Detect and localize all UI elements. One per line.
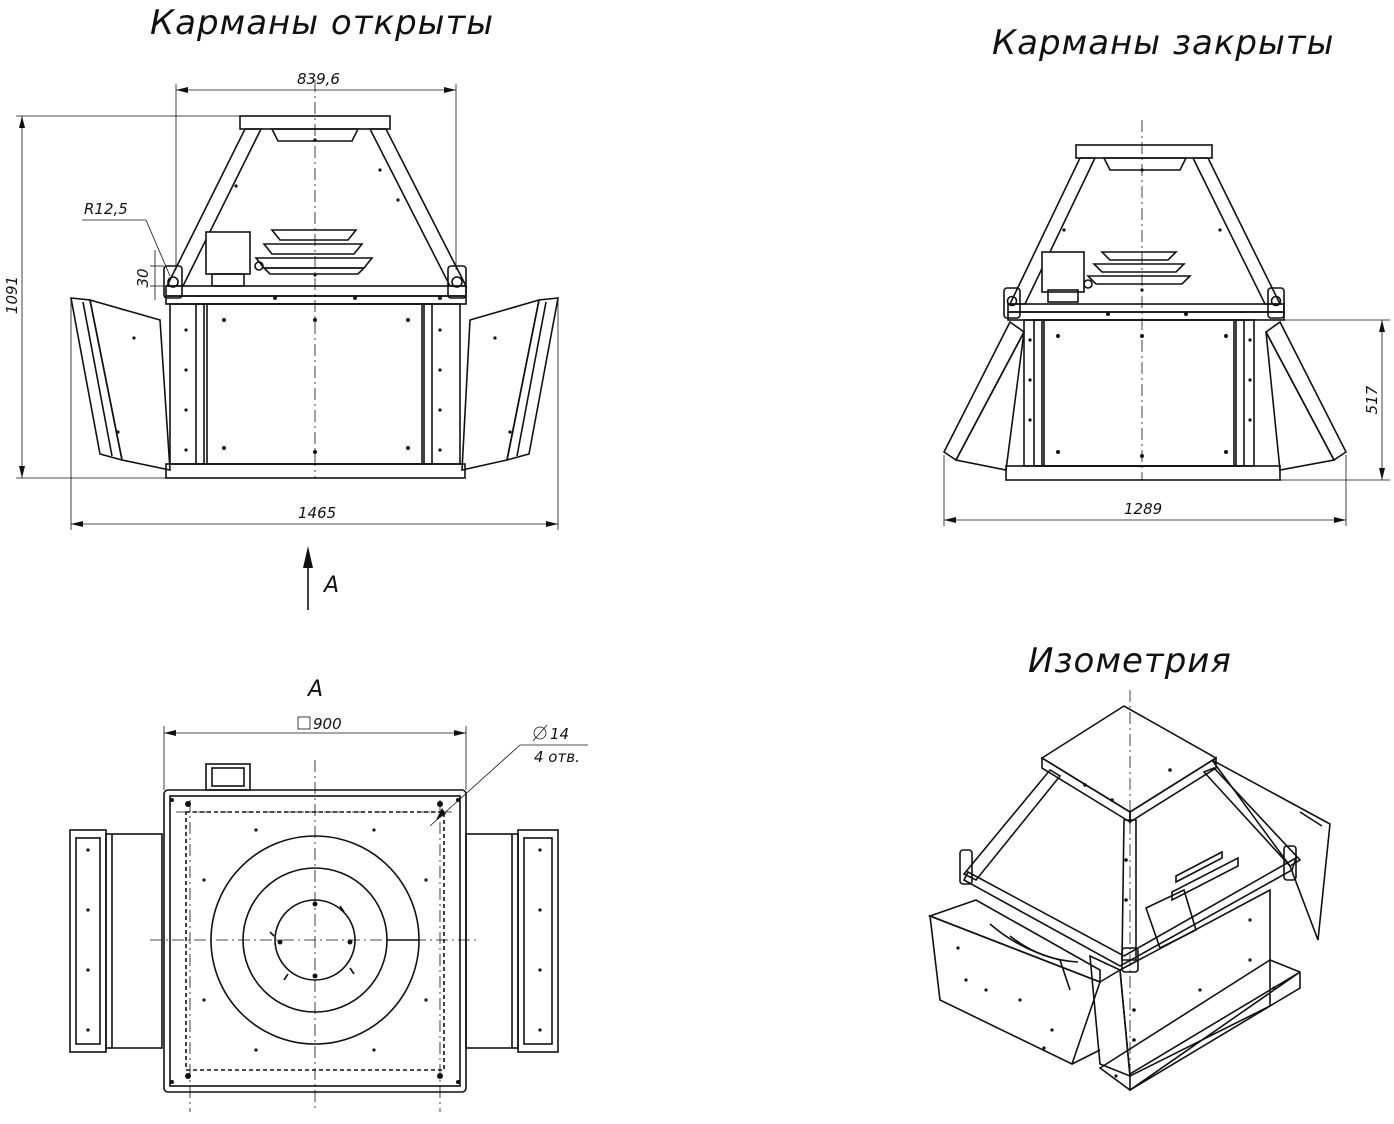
dim-square-side: 900 — [313, 715, 342, 733]
title-view-a: А — [306, 677, 323, 702]
view-arrow-label: А — [322, 573, 339, 598]
dim-top-width: 839,6 — [297, 70, 340, 88]
square-symbol-icon — [297, 716, 311, 730]
iso-pocket-left — [929, 914, 1102, 1066]
dim-hole-diameter: 14 — [550, 725, 569, 743]
dim-offset-30: 30 — [134, 268, 152, 287]
dim-closed-width: 1289 — [1124, 500, 1162, 518]
iso-roof — [1040, 705, 1218, 813]
dim-hole-count: 4 отв. — [534, 748, 580, 766]
support-leg-left — [165, 128, 263, 287]
pocket-right — [505, 297, 559, 462]
title-isometry: Изометрия — [1028, 641, 1232, 681]
iso-housing — [1119, 888, 1271, 1078]
view-a-top: 900 14 4 отв. — [69, 715, 588, 1112]
view-pockets-closed: 517 1289 — [942, 120, 1390, 526]
base-plate — [165, 463, 466, 479]
support-leg-right — [368, 128, 468, 287]
view-isometry — [927, 690, 1331, 1092]
title-pockets-closed: Карманы закрыты — [992, 23, 1334, 63]
dim-closed-height: 517 — [1363, 385, 1381, 414]
pocket-left — [70, 297, 124, 462]
dim-open-width: 1465 — [298, 504, 336, 522]
dim-total-height: 1091 — [3, 276, 21, 314]
motor-box — [205, 231, 251, 275]
view-pockets-open: 839,6 1091 R12,5 30 1465 А — [3, 70, 559, 610]
louvre — [270, 229, 358, 241]
dim-radius: R12,5 — [84, 200, 128, 218]
title-pockets-open: Карманы открыты — [150, 3, 494, 43]
diameter-symbol-icon — [533, 726, 547, 740]
